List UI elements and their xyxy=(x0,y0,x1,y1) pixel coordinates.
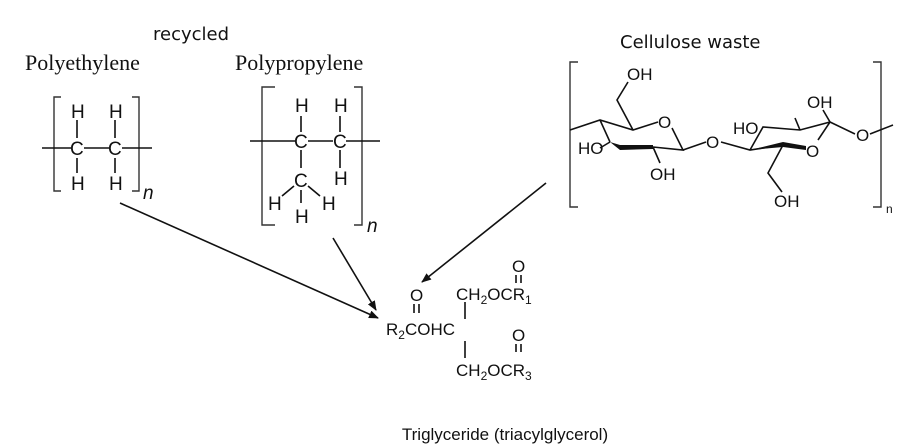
svg-text:O: O xyxy=(706,133,719,152)
triglyceride-structure: O O O CH2OCR1 R2COHC CH2OCR3 xyxy=(386,257,532,383)
svg-text:C: C xyxy=(70,139,84,160)
svg-text:n: n xyxy=(143,183,154,204)
polypropylene-label: Polypropylene xyxy=(235,50,363,75)
triglyceride-label: Triglyceride (triacylglycerol) xyxy=(402,425,608,444)
svg-text:H: H xyxy=(334,96,348,117)
svg-text:O: O xyxy=(512,326,525,345)
svg-text:n: n xyxy=(886,202,893,216)
svg-text:O: O xyxy=(856,126,869,145)
arrow-polypropylene xyxy=(332,237,377,311)
polyethylene-label: Polyethylene xyxy=(25,50,140,75)
svg-text:C: C xyxy=(294,132,308,153)
arrow-polyethylene xyxy=(119,202,379,319)
svg-text:H: H xyxy=(71,174,85,195)
svg-text:n: n xyxy=(367,216,378,237)
svg-text:HO: HO xyxy=(733,119,759,138)
svg-text:C: C xyxy=(294,171,308,192)
svg-text:H: H xyxy=(71,102,85,123)
svg-text:C: C xyxy=(333,132,347,153)
svg-text:OH: OH xyxy=(774,192,800,211)
svg-text:CH2OCR1: CH2OCR1 xyxy=(456,285,532,307)
cellulose-label: Cellulose waste xyxy=(620,32,761,53)
cellulose-structure: OH O HO OH O HO OH O OH O n xyxy=(569,61,894,216)
svg-text:HO: HO xyxy=(578,139,604,158)
svg-text:OH: OH xyxy=(627,65,653,84)
arrow-cellulose xyxy=(421,182,547,283)
svg-text:O: O xyxy=(658,113,671,132)
svg-text:O: O xyxy=(512,257,525,276)
svg-text:H: H xyxy=(322,194,336,215)
svg-text:OH: OH xyxy=(807,93,833,112)
svg-text:H: H xyxy=(295,207,309,228)
svg-text:H: H xyxy=(109,102,123,123)
svg-text:OH: OH xyxy=(650,165,676,184)
svg-text:H: H xyxy=(334,169,348,190)
svg-text:R2COHC: R2COHC xyxy=(386,320,455,342)
svg-text:O: O xyxy=(410,286,423,305)
svg-text:O: O xyxy=(806,142,819,161)
polyethylene-structure: H H C C H H n xyxy=(42,96,154,204)
svg-text:C: C xyxy=(108,139,122,160)
polypropylene-structure: H H C C C H H H H n xyxy=(250,86,380,237)
svg-text:H: H xyxy=(295,96,309,117)
svg-text:H: H xyxy=(109,174,123,195)
svg-text:H: H xyxy=(268,194,282,215)
svg-text:CH2OCR3: CH2OCR3 xyxy=(456,361,532,383)
recycled-label: recycled xyxy=(153,24,229,45)
